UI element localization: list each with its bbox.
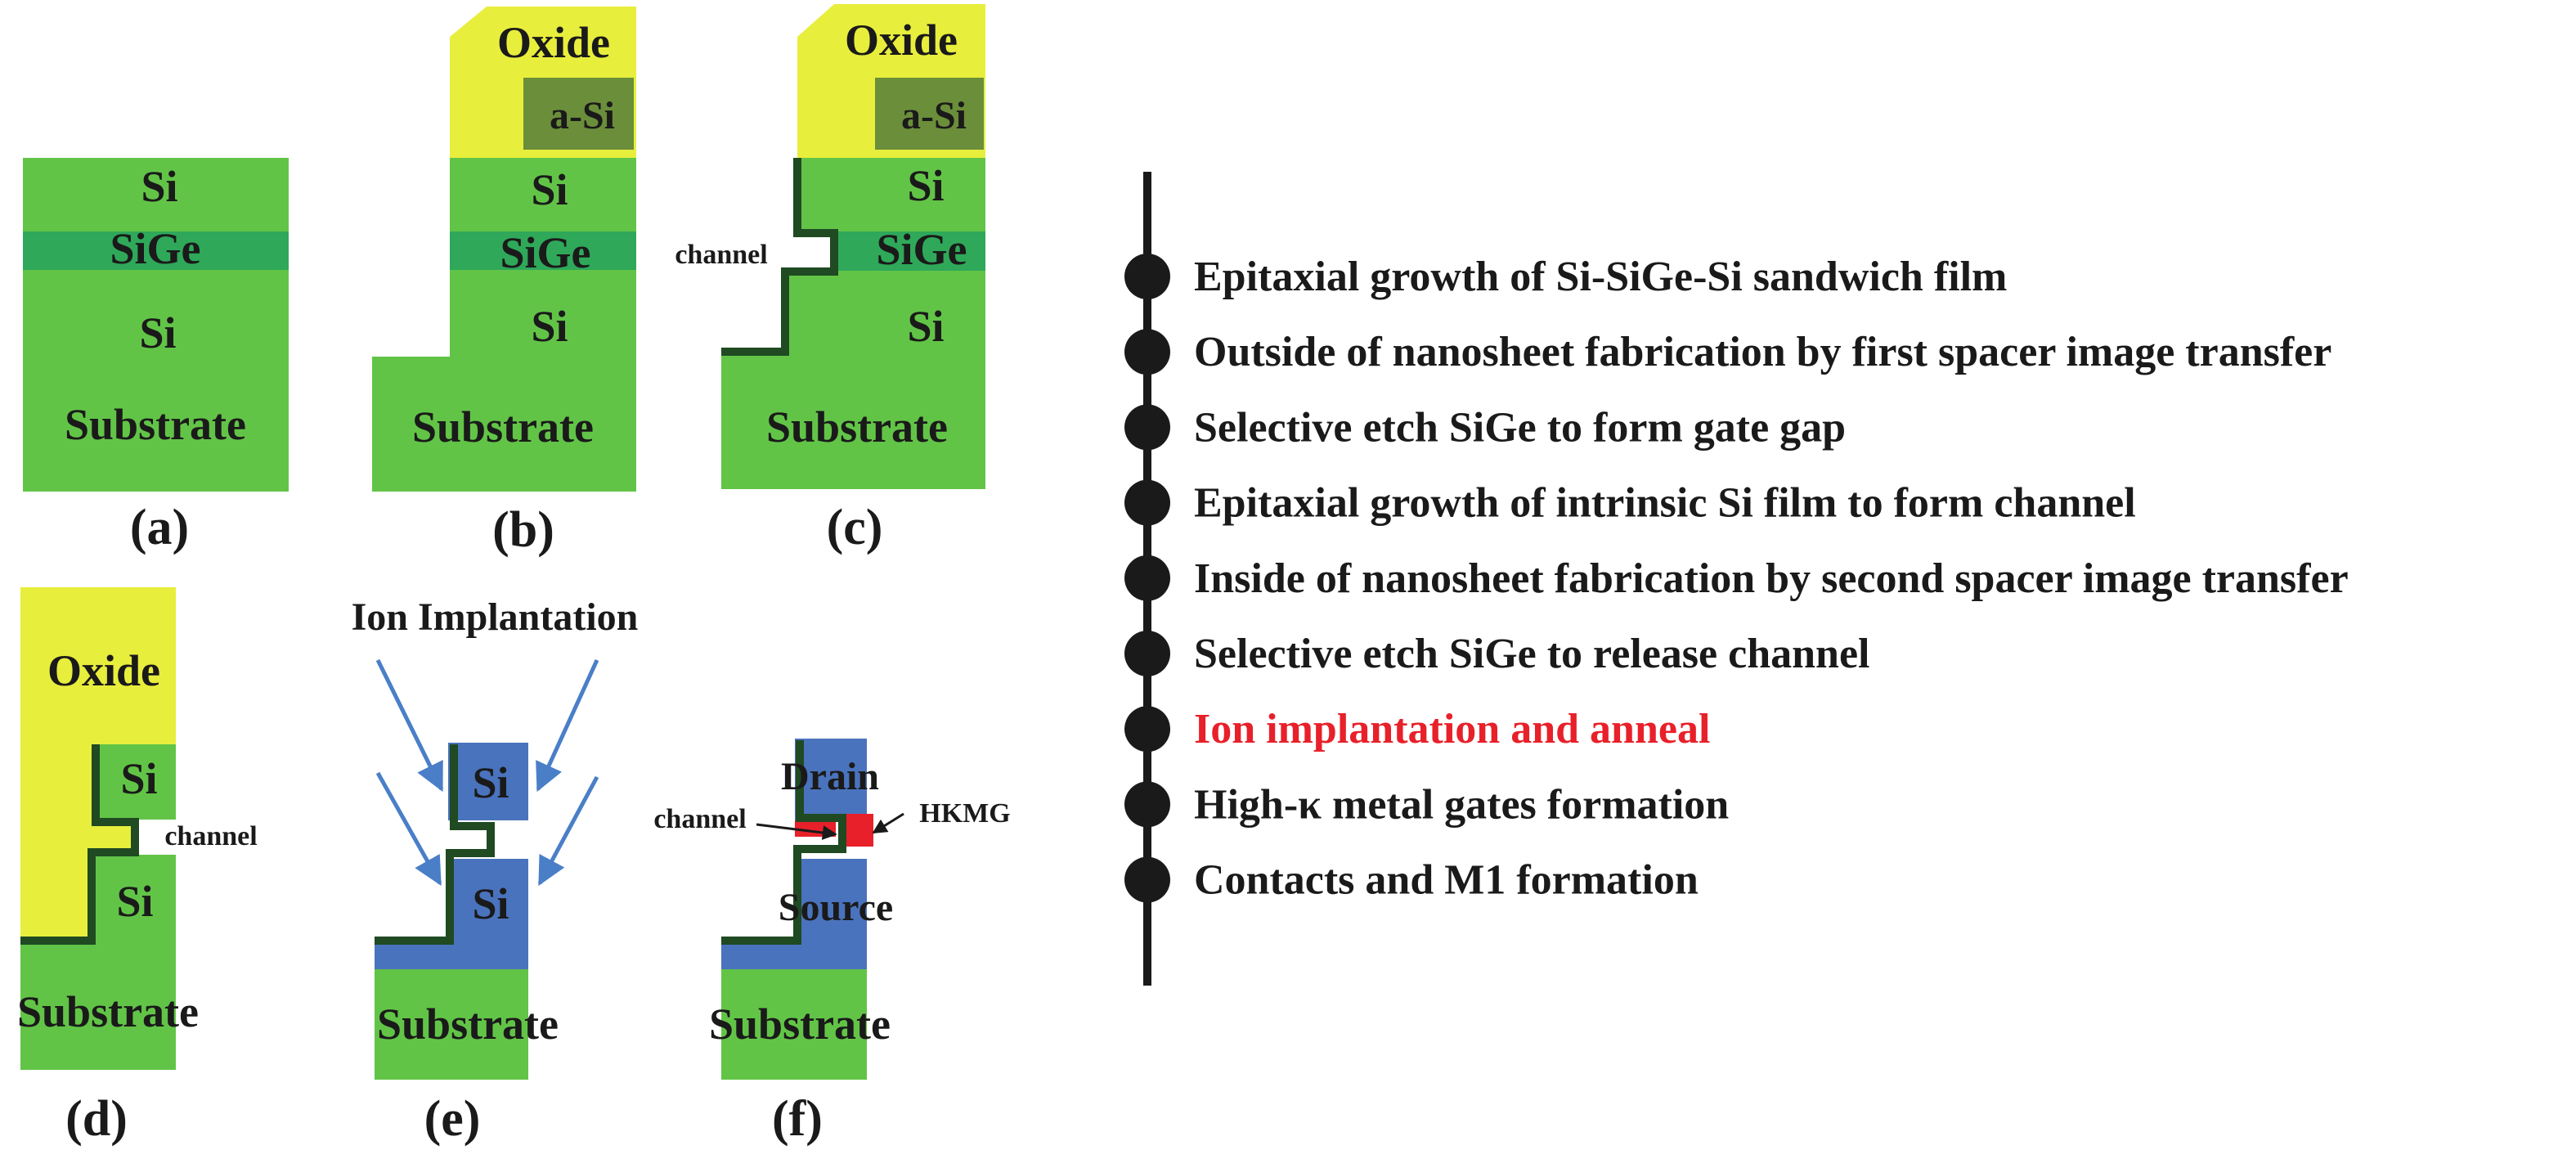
panel-c-gate-gap bbox=[797, 233, 832, 272]
panel-b-sige-label: SiGe bbox=[500, 228, 590, 277]
panel-b-si-top-label: Si bbox=[531, 165, 568, 214]
panel-e-substrate-label: Substrate bbox=[377, 1000, 559, 1049]
timeline-step-2-label: Outside of nanosheet fabrication by firs… bbox=[1194, 329, 2331, 375]
timeline-step-5-label: Inside of nanosheet fabrication by secon… bbox=[1194, 555, 2349, 602]
panel-a-si-bottom-label: Si bbox=[139, 308, 176, 357]
panel-b-caption: (b) bbox=[492, 502, 554, 558]
panel-c-substrate-label: Substrate bbox=[766, 402, 948, 451]
panel-c-channel-label: channel bbox=[675, 240, 767, 270]
panel-d-oxide-label: Oxide bbox=[47, 646, 160, 695]
panel-d: Oxide Si Si Substrate channel (d) bbox=[17, 587, 258, 1147]
panel-f-substrate bbox=[721, 969, 867, 1080]
panel-c-sige-layer bbox=[832, 231, 985, 271]
timeline-dot-5 bbox=[1124, 555, 1170, 601]
panel-b-asi bbox=[523, 78, 634, 150]
timeline-step-6-label: Selective etch SiGe to release channel bbox=[1194, 631, 1870, 677]
timeline-dot-8 bbox=[1124, 781, 1170, 828]
panel-b-asi-label: a-Si bbox=[550, 94, 615, 137]
panel-c-sige-label: SiGe bbox=[876, 225, 967, 274]
panel-f-drain-label: Drain bbox=[781, 755, 879, 798]
timeline-step-3-label: Selective etch SiGe to form gate gap bbox=[1194, 404, 1846, 451]
panel-f-hkmg bbox=[842, 814, 873, 847]
timeline-dot-1 bbox=[1124, 254, 1170, 299]
panel-b-substrate-label: Substrate bbox=[412, 402, 594, 451]
panel-f-channel-label: channel bbox=[653, 804, 746, 834]
panel-e-arrow-upper-left bbox=[375, 658, 444, 793]
timeline-dot-3 bbox=[1124, 404, 1170, 451]
timeline-step-9-label: Contacts and M1 formation bbox=[1194, 857, 1699, 904]
panel-a-si-top-label: Si bbox=[141, 162, 177, 211]
panel-e: Ion Implantation Si Si Substrate (e) bbox=[352, 595, 639, 1147]
panel-f-hkmg-arrow bbox=[872, 812, 904, 834]
panel-f-hkmg-label: HKMG bbox=[919, 798, 1010, 829]
process-timeline: Epitaxial growth of Si-SiGe-Si sandwich … bbox=[1124, 172, 2349, 986]
panel-d-substrate-label: Substrate bbox=[17, 987, 199, 1036]
panel-d-si-bottom-label: Si bbox=[116, 877, 153, 926]
panel-c-si-bottom-label: Si bbox=[907, 302, 944, 351]
timeline-dot-9 bbox=[1124, 856, 1170, 903]
timeline-dot-7 bbox=[1124, 706, 1170, 752]
panel-a-sige-label: SiGe bbox=[110, 224, 200, 273]
panel-c: Oxide a-Si Si SiGe Si Substrate channel … bbox=[675, 4, 985, 555]
panel-e-substrate bbox=[375, 969, 528, 1080]
panel-f: Drain Source Substrate channel HKMG (f) bbox=[653, 739, 1011, 1147]
panel-d-si-top-label: Si bbox=[120, 754, 157, 803]
panel-d-channel-label: channel bbox=[164, 821, 257, 851]
panel-c-asi-label: a-Si bbox=[901, 94, 967, 137]
timeline-step-1-label: Epitaxial growth of Si-SiGe-Si sandwich … bbox=[1194, 254, 2007, 300]
panel-f-channel-arrow bbox=[756, 823, 837, 840]
panel-f-drain-region bbox=[795, 739, 867, 820]
panel-b-si-bottom-label: Si bbox=[531, 302, 568, 351]
panel-e-arrow-upper-right bbox=[536, 658, 599, 793]
panel-c-liner bbox=[721, 158, 838, 356]
panel-c-caption: (c) bbox=[827, 500, 883, 555]
panel-a-caption: (a) bbox=[130, 500, 189, 555]
panel-e-liner bbox=[375, 744, 495, 945]
panel-e-title: Ion Implantation bbox=[352, 595, 639, 639]
panel-a-substrate-label: Substrate bbox=[65, 400, 246, 449]
panel-d-liner bbox=[20, 744, 139, 945]
panel-c-asi bbox=[875, 78, 984, 150]
panel-e-si-bottom-label: Si bbox=[472, 879, 509, 928]
timeline-dot-6 bbox=[1124, 631, 1170, 676]
panel-d-channel-gap bbox=[135, 820, 176, 855]
panel-b: Oxide a-Si Si SiGe Si Substrate (b) bbox=[372, 7, 636, 558]
timeline-step-7-label: Ion implantation and anneal bbox=[1194, 706, 1710, 752]
panel-e-doped-top bbox=[448, 743, 528, 820]
timeline-dot-2 bbox=[1124, 329, 1170, 375]
panel-f-substrate-label: Substrate bbox=[709, 1000, 891, 1049]
panel-f-liner bbox=[721, 740, 846, 945]
panel-d-caption: (d) bbox=[65, 1091, 128, 1147]
panel-e-arrow-lower-right bbox=[537, 775, 599, 887]
timeline-steps: Epitaxial growth of Si-SiGe-Si sandwich … bbox=[1124, 254, 2349, 904]
panel-c-si-top-label: Si bbox=[907, 161, 944, 210]
panel-a-sige-layer bbox=[23, 231, 289, 270]
panel-e-si-top-label: Si bbox=[472, 758, 509, 807]
timeline-step-4-label: Epitaxial growth of intrinsic Si film to… bbox=[1194, 480, 2136, 527]
panel-b-oxide-label: Oxide bbox=[497, 18, 610, 67]
panel-b-sige-layer bbox=[450, 231, 636, 270]
panel-a: Si SiGe Si Substrate (a) bbox=[23, 158, 289, 555]
panel-a-stack bbox=[23, 158, 289, 492]
timeline-dot-4 bbox=[1124, 479, 1170, 526]
panel-f-caption: (f) bbox=[772, 1091, 823, 1147]
timeline-step-8-label: High-κ metal gates formation bbox=[1194, 781, 1729, 828]
panel-c-oxide-label: Oxide bbox=[845, 16, 958, 65]
panel-e-arrow-lower-left bbox=[375, 771, 442, 887]
panel-e-caption: (e) bbox=[424, 1091, 481, 1147]
panel-f-source-label: Source bbox=[779, 886, 893, 929]
